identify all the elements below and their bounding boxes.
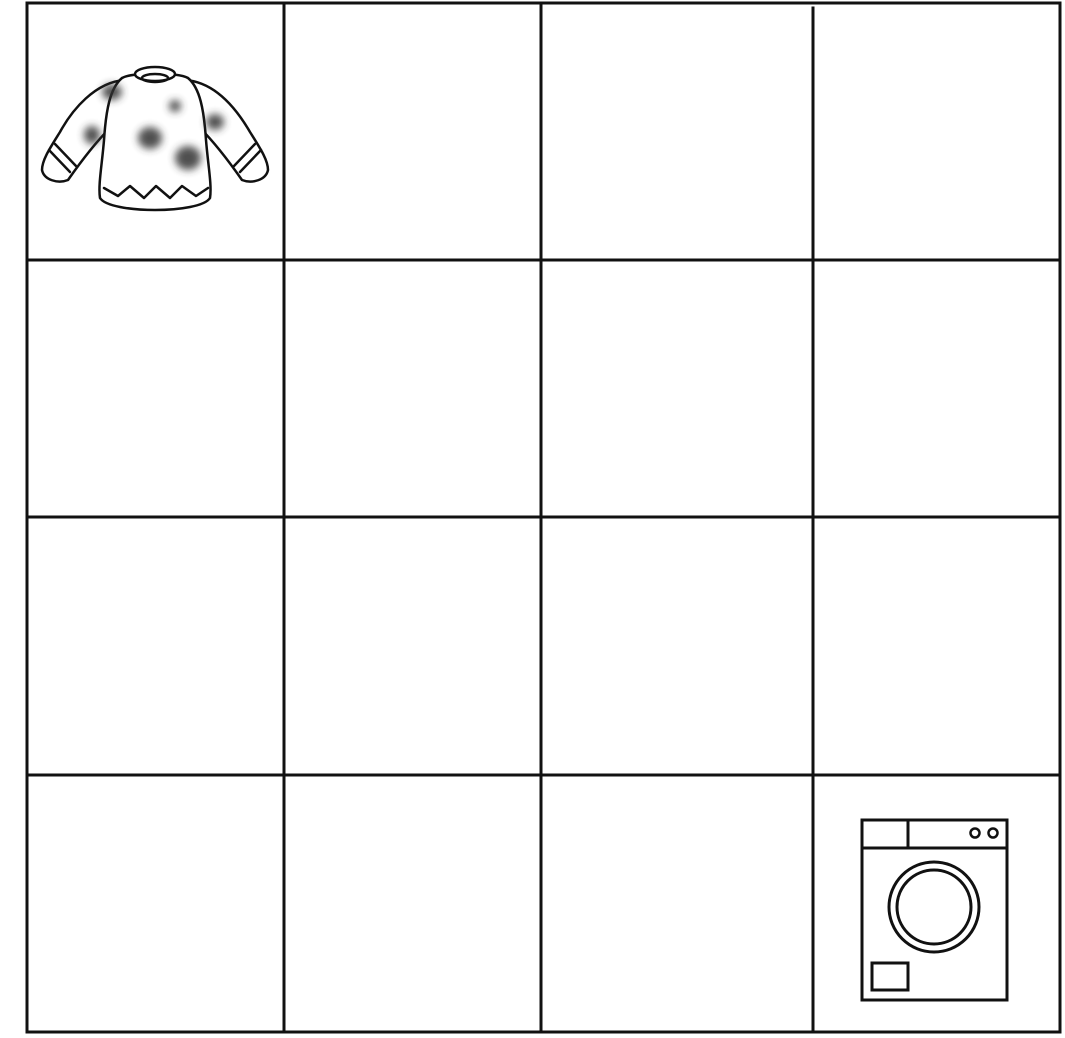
washing-machine-icon [862,820,1007,1000]
